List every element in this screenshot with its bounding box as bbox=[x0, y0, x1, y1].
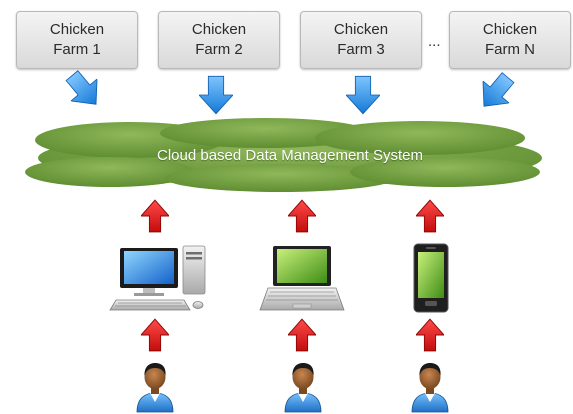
up-arrow-laptop-to-cloud bbox=[288, 199, 316, 233]
farm-label-line1: Chicken bbox=[49, 21, 105, 38]
ellipsis: ... bbox=[428, 33, 441, 50]
down-arrow-farm-n bbox=[470, 66, 522, 118]
farm-label-line2: Farm 3 bbox=[337, 41, 385, 58]
farm-box-3: Chicken Farm 3 bbox=[300, 11, 422, 69]
down-arrow-farm-2 bbox=[199, 75, 233, 115]
user-icon-2 bbox=[284, 362, 322, 413]
up-arrow-user-to-desktop bbox=[141, 318, 169, 352]
cloud-shape bbox=[25, 118, 542, 192]
up-arrow-user-to-phone bbox=[416, 318, 444, 352]
farm-label-line1: Chicken bbox=[333, 21, 389, 38]
down-arrow-farm-1 bbox=[58, 64, 110, 116]
up-arrow-user-to-laptop bbox=[288, 318, 316, 352]
smartphone-icon bbox=[413, 243, 449, 313]
farm-box-n: Chicken Farm N bbox=[449, 11, 571, 69]
laptop-icon bbox=[259, 246, 345, 311]
farm-label-line1: Chicken bbox=[191, 21, 247, 38]
desktop-computer-icon bbox=[109, 245, 206, 311]
farm-label-line2: Farm 2 bbox=[195, 41, 243, 58]
farm-label-line2: Farm N bbox=[485, 41, 535, 58]
farm-label-line1: Chicken bbox=[482, 21, 538, 38]
user-icon-3 bbox=[411, 362, 449, 413]
user-icon-1 bbox=[136, 362, 174, 413]
up-arrow-phone-to-cloud bbox=[416, 199, 444, 233]
farm-label-line2: Farm 1 bbox=[53, 41, 101, 58]
up-arrow-desktop-to-cloud bbox=[141, 199, 169, 233]
cloud-label: Cloud based Data Management System bbox=[157, 147, 423, 164]
down-arrow-farm-3 bbox=[346, 75, 380, 115]
farm-box-2: Chicken Farm 2 bbox=[158, 11, 280, 69]
farm-box-1: Chicken Farm 1 bbox=[16, 11, 138, 69]
